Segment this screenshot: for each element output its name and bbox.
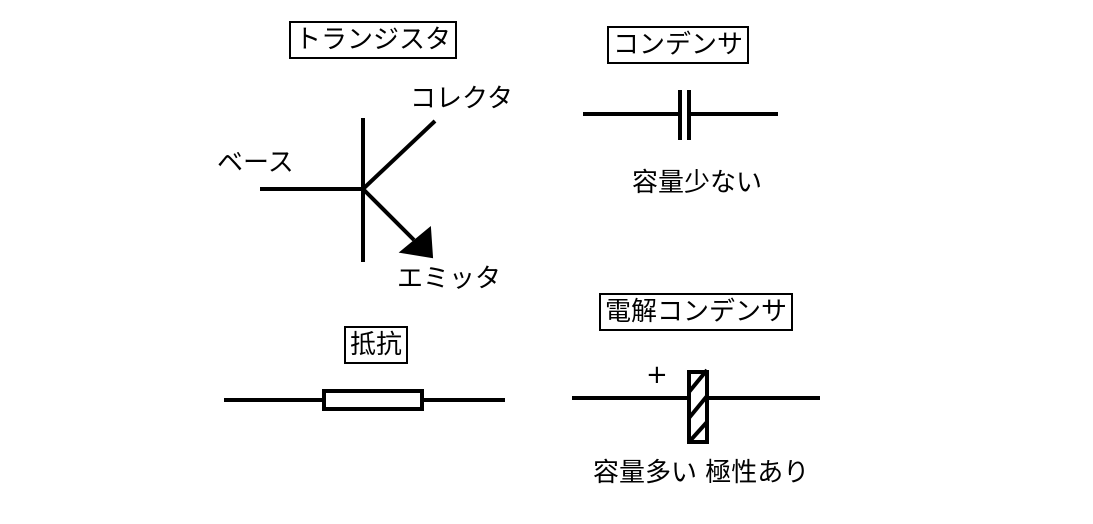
capacitor-title: コンデンサ: [607, 26, 750, 64]
transistor-emitter-lead: [361, 187, 416, 242]
transistor-symbol: [260, 118, 437, 262]
resistor-symbol: [224, 389, 505, 411]
electrolytic-capacitor-title: 電解コンデンサ: [599, 293, 794, 331]
transistor-title: トランジスタ: [289, 21, 458, 59]
resistor-title: 抵抗: [344, 326, 409, 364]
electrolytic-body: [687, 370, 709, 444]
electrolytic-hatch-1: [687, 368, 709, 394]
electrolytic-capacitor-caption: 容量多い 極性あり: [593, 458, 810, 488]
transistor-emitter-arrow: [398, 225, 434, 259]
electrolytic-hatch-3: [687, 420, 709, 444]
plus-sign-label: +: [646, 360, 668, 390]
base-label: ベース: [217, 148, 294, 178]
emitter-label: エミッタ: [397, 264, 502, 294]
transistor-collector-lead: [361, 119, 437, 191]
electrolytic-capacitor-symbol: [572, 368, 820, 444]
capacitor-caption: 容量少ない: [632, 168, 763, 198]
electrolytic-hatch-2: [687, 394, 709, 420]
collector-label: コレクタ: [410, 84, 513, 114]
resistor-body: [322, 389, 424, 411]
capacitor-symbol: [583, 90, 778, 140]
